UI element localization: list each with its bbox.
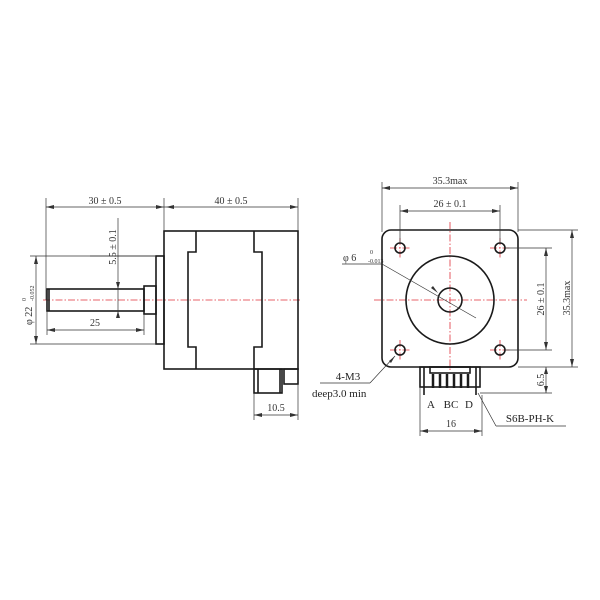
dim-shaft-length: 30 ± 0.5	[89, 196, 122, 207]
dim-hole-spacing-h: 26 ± 0.1	[434, 199, 467, 210]
side-view: 30 ± 0.5 40 ± 0.5 5.5 ± 0.1 25 φ 22 0 -0…	[22, 196, 300, 420]
pin-label-d: D	[465, 399, 473, 411]
dim-body-length: 40 ± 0.5	[215, 196, 248, 207]
shaft-circle	[437, 287, 463, 313]
svg-text:-0.052: -0.052	[30, 286, 36, 302]
callout-connector-part: S6B-PH-K	[506, 413, 554, 425]
callout-mount-depth: deep3.0 min	[312, 388, 367, 400]
svg-text:φ 22: φ 22	[24, 307, 35, 325]
pin-label-bc: BC	[444, 399, 459, 411]
front-view: A BC D 35.3max 26 ± 0.1 26 ± 0.1 35.3max	[312, 176, 578, 436]
connector-front: A BC D	[419, 366, 481, 411]
svg-text:-0.013: -0.013	[368, 259, 384, 265]
dim-connector-length: 10.5	[267, 403, 285, 414]
callout-mount-holes: 4-M3	[336, 371, 361, 383]
dim-hole-spacing-v: 26 ± 0.1	[536, 283, 547, 316]
mount-hole	[394, 344, 406, 356]
dim-flat-depth: 5.5 ± 0.1	[108, 229, 119, 265]
dim-overall-width: 35.3max	[433, 176, 468, 187]
dim-flat-length: 25	[90, 318, 100, 329]
callout-shaft-diameter: φ 6 0 -0.013	[343, 250, 384, 265]
svg-text:0: 0	[22, 298, 28, 301]
pin-label-a: A	[427, 399, 435, 411]
dim-boss-diameter: φ 22 0 -0.052	[22, 286, 36, 326]
connector-side	[253, 368, 283, 394]
svg-text:0: 0	[370, 250, 373, 256]
dim-overall-height: 35.3max	[562, 281, 573, 316]
dim-connector-height: 6.5	[536, 374, 547, 387]
boss-circle	[405, 255, 495, 345]
dim-connector-width: 16	[446, 419, 456, 430]
svg-text:φ 6: φ 6	[343, 253, 356, 264]
motor-body	[163, 230, 299, 370]
